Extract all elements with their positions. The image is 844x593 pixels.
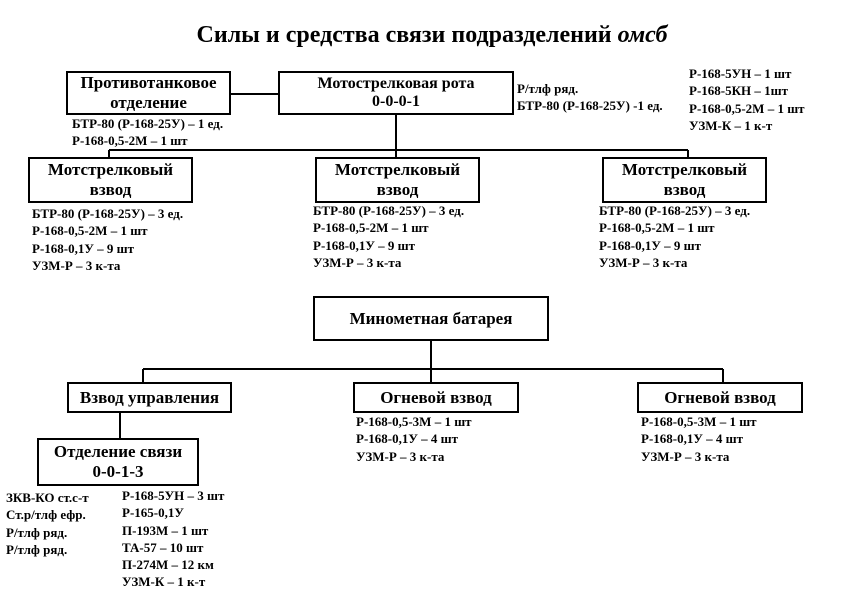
equipment-item: Р-168-0,5-2М – 1 шт — [313, 220, 429, 236]
equipment-item: Р-168-0,5-2М – 1 шт — [72, 133, 188, 149]
fire-platoon-box-1: Огневой взвод — [353, 382, 519, 413]
equipment-item: УЗМ-К – 1 к-т — [122, 574, 206, 590]
platoon-title-2: взвод — [89, 180, 132, 199]
fire-platoon-1-equipment: Р-168-0,5-3М – 1 шт Р-168-0,1У – 4 шт УЗ… — [356, 413, 472, 465]
platoon-1-equipment: БТР-80 (Р-168-25У) – 3 ед. Р-168-0,5-2М … — [32, 205, 183, 274]
equipment-item: П-193М – 1 шт — [122, 522, 209, 538]
equipment-item: БТР-80 (Р-168-25У) – 3 ед. — [313, 203, 465, 218]
equipment-item: Р-168-5КН – 1шт — [689, 83, 788, 99]
platoon-box-2: Мотстрелковый взвод — [315, 157, 480, 203]
equipment-item: БТР-80 (Р-168-25У) – 3 ед. — [32, 206, 184, 221]
equipment-item: Р-168-0,1У – 9 шт — [599, 237, 702, 253]
equipment-item: УЗМ-К – 1 к-т — [689, 117, 773, 133]
equipment-item: УЗМ-Р – 3 к-та — [599, 254, 688, 270]
comm-section-code: 0-0-1-3 — [92, 462, 144, 481]
equipment-item: Р-168-0,1У – 4 шт — [641, 431, 744, 447]
platoon-box-3: Мотстрелковый взвод — [602, 157, 767, 203]
control-platoon-box: Взвод управления — [67, 382, 232, 413]
equipment-item: Р-165-0,1У — [122, 505, 184, 521]
equipment-item: УЗМ-Р – 3 к-та — [32, 257, 121, 273]
fire-platoon-2-equipment: Р-168-0,5-3М – 1 шт Р-168-0,1У – 4 шт УЗ… — [641, 413, 757, 465]
company-equipment: Р-168-5УН – 1 шт Р-168-5КН – 1шт Р-168-0… — [689, 65, 805, 134]
equipment-item: Р-168-5УН – 1 шт — [689, 66, 792, 81]
comm-section-staff: ЗКВ-КО ст.с-т Ст.р/тлф ефр. Р/тлф ряд. Р… — [6, 489, 89, 558]
equipment-item: Р-168-0,5-2М – 1 шт — [599, 220, 715, 236]
equipment-item: УЗМ-Р – 3 к-та — [641, 448, 730, 464]
equipment-item: Р-168-5УН – 3 шт — [122, 488, 225, 503]
equipment-item: Р-168-0,5-2М – 1 шт — [689, 100, 805, 116]
antitank-box: Противотанковое отделение — [66, 71, 231, 115]
platoon-2-equipment: БТР-80 (Р-168-25У) – 3 ед. Р-168-0,5-2М … — [313, 202, 464, 271]
platoon-title-2: взвод — [376, 180, 419, 199]
comm-section-equipment: Р-168-5УН – 3 шт Р-165-0,1У П-193М – 1 ш… — [122, 487, 224, 591]
antitank-title: Противотанковое — [80, 73, 217, 93]
staff-item: Ст.р/тлф ефр. — [6, 507, 86, 523]
title-italic: омсб — [617, 22, 668, 48]
equipment-item: Р-168-0,1У – 4 шт — [356, 431, 459, 447]
page-title: Силы и средства связи подразделений омсб — [0, 22, 844, 49]
equipment-item: Р-168-0,5-2М – 1 шт — [32, 223, 148, 239]
company-code: 0-0-0-1 — [372, 93, 420, 110]
comm-section-title: Отделение связи — [53, 442, 183, 462]
equipment-item: Р-168-0,5-3М – 1 шт — [641, 414, 757, 429]
title-main: Силы и средства связи подразделений — [196, 22, 612, 48]
equipment-item: БТР-80 (Р-168-25У) – 3 ед. — [599, 203, 751, 218]
staff-item: Р/тлф ряд. — [6, 541, 68, 557]
company-side-notes: Р/тлф ряд. БТР-80 (Р-168-25У) -1 ед. — [517, 80, 663, 115]
platoon-title-2: взвод — [663, 180, 706, 199]
equipment-item: П-274М – 12 км — [122, 557, 214, 573]
comm-section-box: Отделение связи 0-0-1-3 — [37, 438, 199, 486]
fire-platoon-title: Огневой взвод — [380, 387, 492, 407]
staff-item: ЗКВ-КО ст.с-т — [6, 490, 89, 505]
company-note: БТР-80 (Р-168-25У) -1 ед. — [517, 98, 663, 114]
battery-box: Минометная батарея — [313, 296, 549, 341]
control-platoon-title: Взвод управления — [79, 387, 220, 407]
platoon-title: Мотстрелковый — [621, 160, 748, 180]
battery-title: Минометная батарея — [349, 308, 513, 328]
equipment-item: ТА-57 – 10 шт — [122, 539, 204, 555]
equipment-item: БТР-80 (Р-168-25У) – 1 ед. — [72, 116, 224, 131]
equipment-item: УЗМ-Р – 3 к-та — [356, 448, 445, 464]
antitank-title-2: отделение — [110, 93, 187, 112]
platoon-box-1: Мотстрелковый взвод — [28, 157, 193, 203]
equipment-item: Р-168-0,5-3М – 1 шт — [356, 414, 472, 429]
equipment-item: УЗМ-Р – 3 к-та — [313, 254, 402, 270]
company-note: Р/тлф ряд. — [517, 81, 579, 96]
company-box: Мотострелковая рота 0-0-0-1 — [278, 71, 514, 115]
staff-item: Р/тлф ряд. — [6, 524, 68, 540]
platoon-title: Мотстрелковый — [334, 160, 461, 180]
fire-platoon-box-2: Огневой взвод — [637, 382, 803, 413]
fire-platoon-title: Огневой взвод — [664, 387, 776, 407]
antitank-equipment: БТР-80 (Р-168-25У) – 1 ед. Р-168-0,5-2М … — [72, 115, 223, 150]
equipment-item: Р-168-0,1У – 9 шт — [313, 237, 416, 253]
equipment-item: Р-168-0,1У – 9 шт — [32, 240, 135, 256]
platoon-title: Мотстрелковый — [47, 160, 174, 180]
platoon-3-equipment: БТР-80 (Р-168-25У) – 3 ед. Р-168-0,5-2М … — [599, 202, 750, 271]
company-title: Мотострелковая рота — [317, 74, 475, 92]
